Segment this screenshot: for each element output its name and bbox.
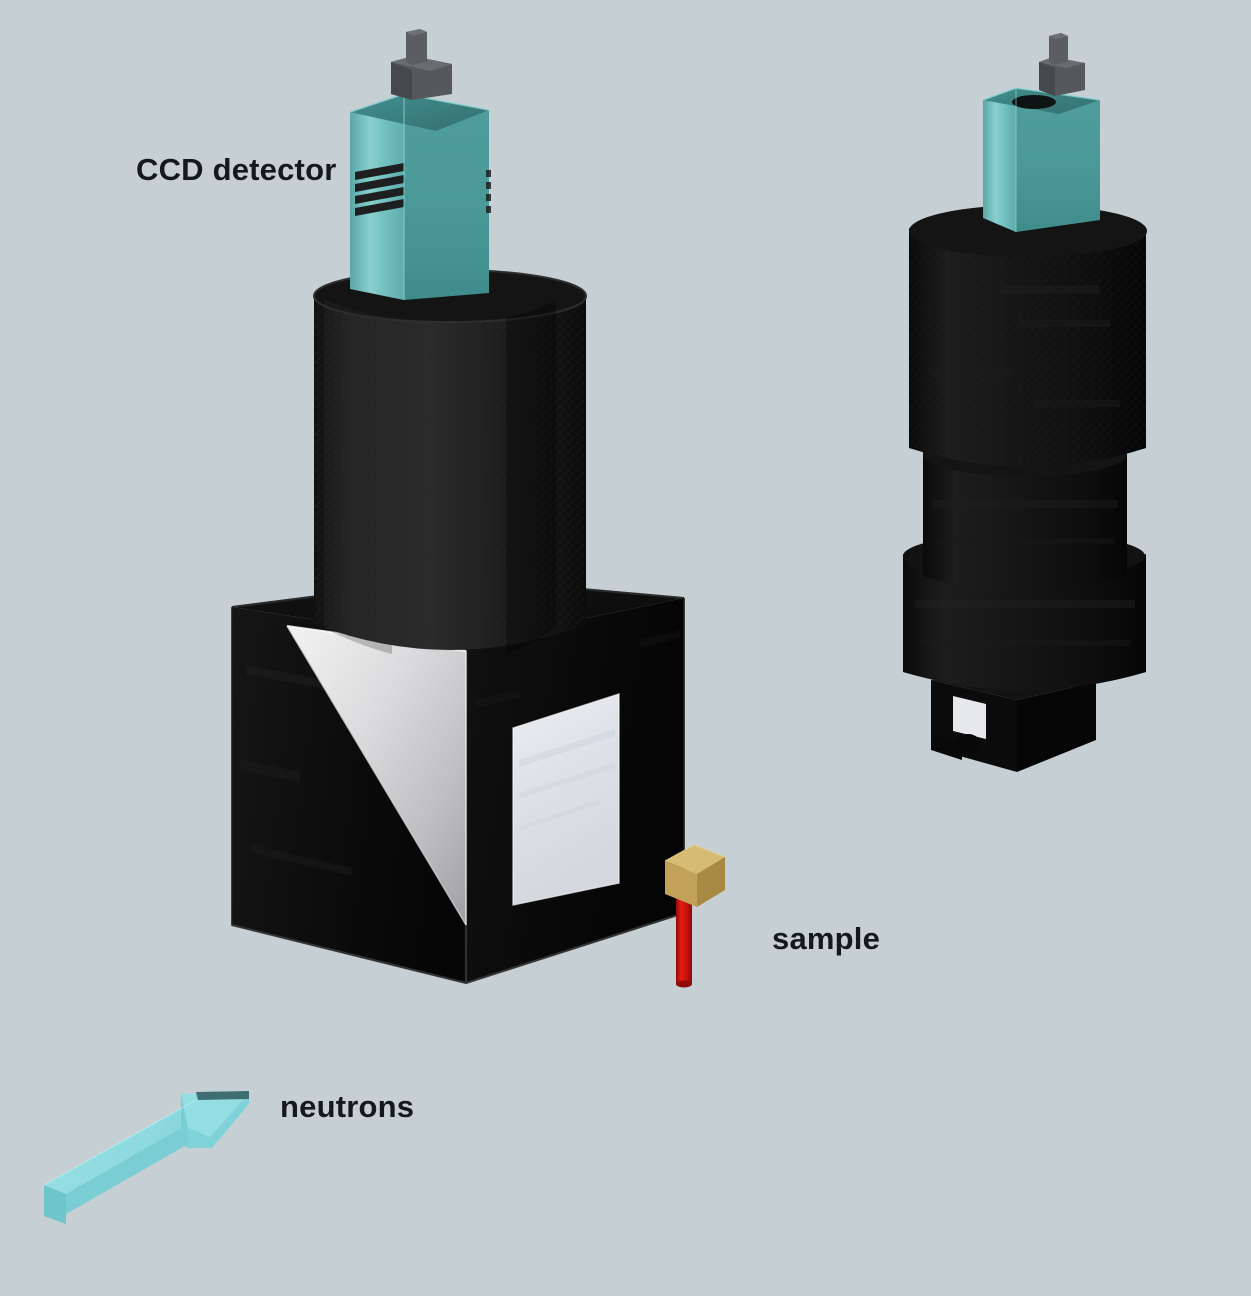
lens-housing-highlight-left <box>324 300 392 654</box>
right-ccd-camera-connector <box>1039 33 1085 96</box>
right-lower-cylinder-body <box>903 554 1146 690</box>
label-neutrons: neutrons <box>280 1089 415 1124</box>
sample-cube-left <box>665 861 697 907</box>
right-ccd-camera-connector-left <box>1039 62 1055 96</box>
right-ccd-camera-front-face <box>1016 88 1100 232</box>
mirror-hypotenuse-edge <box>286 625 467 926</box>
right-base-box-port <box>956 734 980 752</box>
right-detector-assembly <box>903 33 1147 772</box>
neutron-arrow-highlight <box>43 1099 197 1186</box>
neutron-arrow-head-top <box>181 1093 249 1137</box>
sample-cube-right <box>697 857 725 907</box>
right-base-box-notch <box>931 735 962 760</box>
right-base-box-right <box>1017 682 1096 772</box>
neutron-arrow-head-front <box>188 1093 249 1148</box>
scintillator-screen-surface <box>513 694 619 905</box>
detector-box-left-streaks <box>240 665 352 876</box>
neutron-arrow-shaft-front <box>66 1107 218 1214</box>
ccd-camera-front-face <box>404 94 489 300</box>
sample-cube-top-edge <box>664 844 726 862</box>
sample-cube <box>664 844 726 907</box>
right-upper-cylinder <box>909 205 1147 467</box>
neutron-arrow-head-tip-shade <box>196 1091 249 1100</box>
detector-box-bottom-edge <box>231 911 685 985</box>
ccd-camera-connector <box>391 29 452 100</box>
ccd-camera-cooling-fins <box>355 163 404 216</box>
right-ccd-camera-left-face <box>983 88 1016 232</box>
neutron-beam-arrow <box>43 1091 249 1224</box>
ccd-camera-top-face <box>350 94 489 131</box>
scintillator-screen-banding <box>519 729 615 831</box>
sample-cube-top <box>665 845 725 874</box>
right-upper-cylinder-streaks <box>930 285 1120 407</box>
right-ccd-camera-connector-stem-top <box>1049 33 1068 39</box>
right-ccd-camera-connector-stem <box>1049 33 1068 65</box>
ccd-camera-side-vents <box>486 170 491 213</box>
detector-box-right-streaks <box>476 630 680 708</box>
lens-housing-cylinder <box>313 269 587 654</box>
right-base-box-label-window <box>953 696 986 739</box>
scintillator-screen <box>512 693 620 906</box>
neutron-arrow-shaft-end <box>44 1185 66 1224</box>
right-ccd-camera <box>982 33 1101 232</box>
ccd-camera-connector-left <box>391 62 412 100</box>
label-sample: sample <box>772 921 881 956</box>
ccd-camera <box>349 29 491 300</box>
neutron-arrow-shaft-top <box>44 1100 218 1194</box>
right-lower-cylinder-bands <box>915 600 1135 646</box>
lens-housing-shade-right <box>506 300 556 654</box>
scintillator-screen-border <box>512 693 620 906</box>
right-mid-cylinder-body <box>923 452 1127 593</box>
right-upper-cylinder-texture <box>909 228 1146 467</box>
sample-rod <box>676 890 692 985</box>
lens-housing-texture <box>314 293 586 650</box>
right-ccd-camera-aperture <box>1012 95 1056 109</box>
sample-rod-bottom <box>676 980 692 988</box>
ccd-camera-connector-stem <box>406 29 427 65</box>
sample-assembly <box>664 844 726 988</box>
ccd-camera-connector-stem-top <box>406 29 427 36</box>
left-detector-assembly <box>231 29 685 985</box>
right-mid-cylinder-bands <box>932 500 1118 544</box>
label-ccd-detector: CCD detector <box>136 152 337 187</box>
